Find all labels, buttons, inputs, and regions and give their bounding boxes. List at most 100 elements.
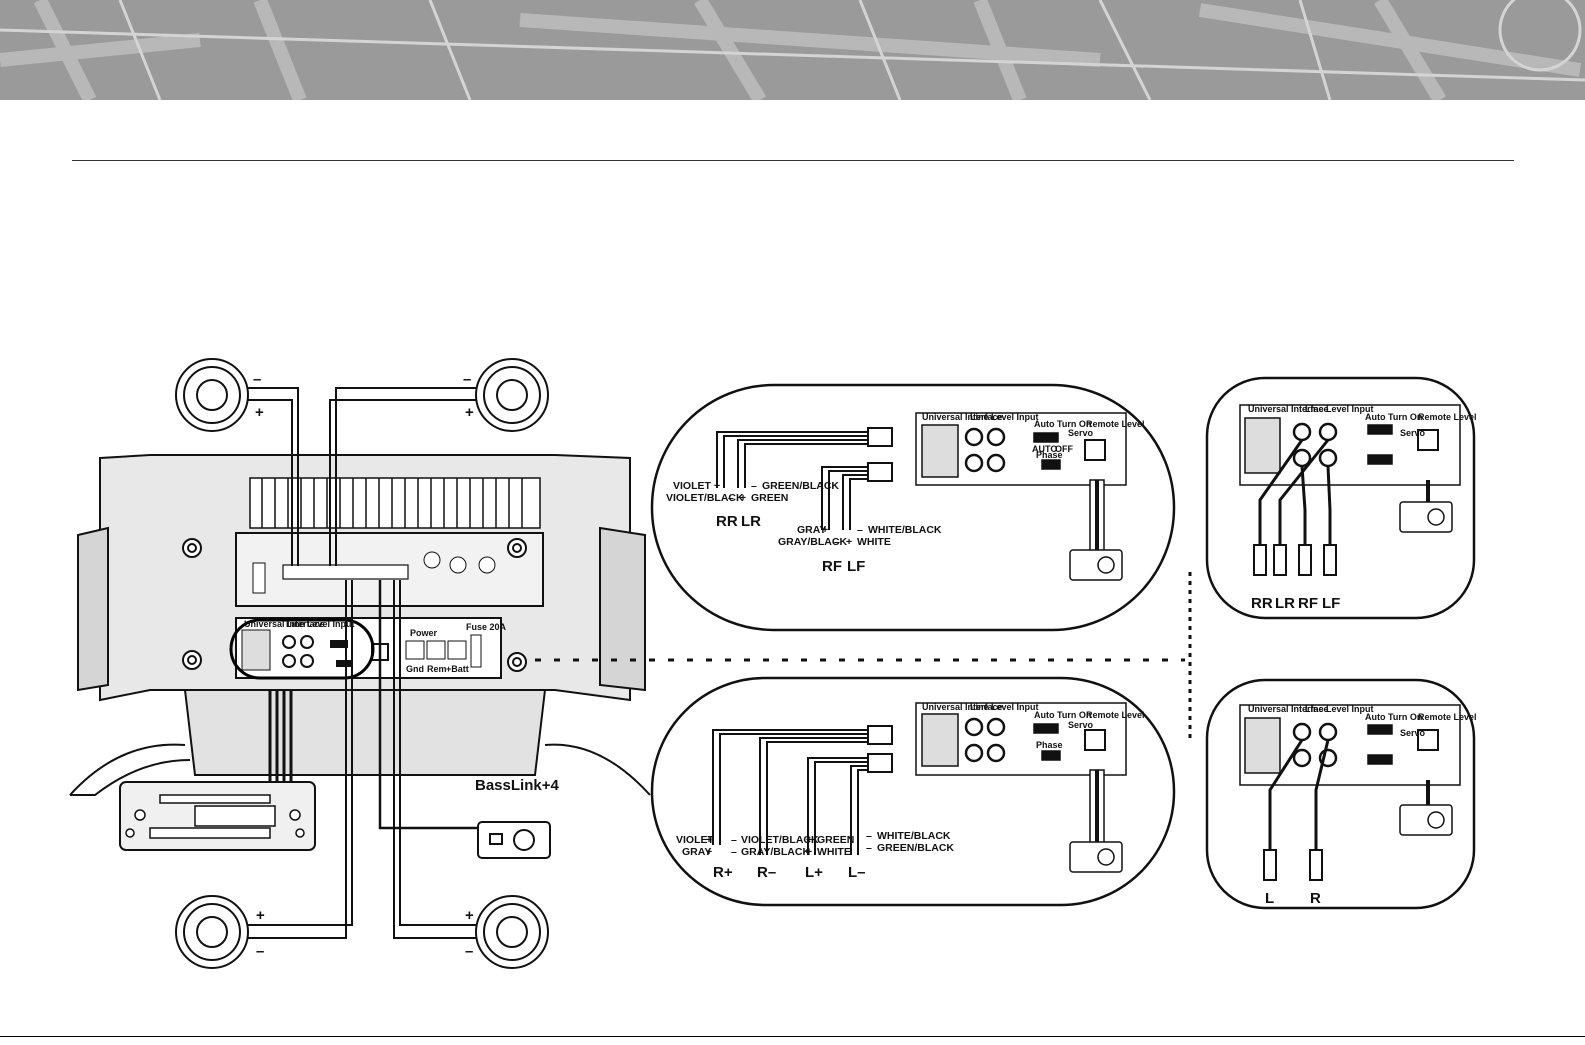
line-level-input-label: Line Level Input <box>970 412 1039 422</box>
header-map-graphic <box>0 0 1585 100</box>
auto-turn-on-label: Auto Turn On <box>1034 710 1091 720</box>
line-level-label-small: Line Level Input <box>286 619 355 629</box>
line-level-input-label: Line Level Input <box>1305 404 1374 414</box>
top-detail-wires <box>716 431 880 530</box>
universal-interface-label: Universal Interface <box>922 412 1003 422</box>
ui-label-small: Universal Interface <box>244 619 325 629</box>
servo-label: Servo <box>1400 428 1426 438</box>
remote-level-label: Remote Level <box>1086 710 1145 720</box>
wire-sign: + <box>740 492 746 504</box>
universal-interface-label: Universal Interface <box>922 702 1003 712</box>
channel-label: RR <box>716 513 738 530</box>
polarity-minus: – <box>253 371 261 388</box>
polarity-plus: + <box>255 404 264 421</box>
wire-sign: + <box>706 846 712 858</box>
rca-plugs-top <box>1253 544 1337 576</box>
head-unit-radio <box>119 781 316 851</box>
rca-plug <box>867 427 893 447</box>
remote-level-knob-left <box>477 821 551 859</box>
rca-channel-label: LF <box>1322 595 1340 612</box>
head-unit-harness <box>268 690 293 782</box>
crossover-knob <box>478 556 496 574</box>
header-band <box>0 0 1585 100</box>
rca-channel-label: RR <box>1251 595 1273 612</box>
phase-label: Phase <box>1036 450 1063 460</box>
auto-turn-on-label: Auto Turn On <box>1365 712 1422 722</box>
rca-cables-top <box>1258 439 1332 545</box>
wire-sign: – <box>866 830 872 842</box>
wire-label: VIOLET/BLACK <box>741 834 819 846</box>
servo-label: Servo <box>1400 728 1426 738</box>
speaker-wires <box>248 387 480 939</box>
off-label: OFF <box>1055 444 1073 454</box>
amplifier-heatsink <box>249 477 541 529</box>
wire-label: GRAY <box>682 846 711 858</box>
rca-plug <box>867 725 893 745</box>
basslink-connection-panel <box>229 617 502 680</box>
mounting-bolts <box>182 538 527 672</box>
gain-knob <box>449 556 467 574</box>
rca-channel-label: RF <box>1298 595 1318 612</box>
wire-sign: + <box>714 480 720 492</box>
servo-label: Servo <box>1068 720 1094 730</box>
wire-label: GREEN/BLACK <box>877 842 954 854</box>
fuse-label: Fuse 20A <box>466 622 507 632</box>
wire-sign: – <box>866 842 872 854</box>
wire-sign: + <box>706 834 712 846</box>
speaker-terminal-strip <box>282 564 409 580</box>
wire-label: WHITE/BLACK <box>877 830 951 842</box>
remote-level-label: Remote Level <box>1086 419 1145 429</box>
rca-plug <box>867 753 893 773</box>
detail-callout-ring <box>229 618 375 680</box>
gnd-label: Gnd <box>406 664 424 674</box>
header-rule <box>72 160 1514 161</box>
rca-channel-label: LR <box>1275 595 1295 612</box>
wire-label: WHITE <box>817 846 851 858</box>
polarity-minus: – <box>463 371 471 388</box>
power-label: Power <box>410 628 438 638</box>
polarity-plus: + <box>256 907 265 924</box>
channel-label: RF <box>822 558 842 575</box>
wire-label: GRAY/BLACK <box>778 536 847 548</box>
rca-panel-top <box>1239 404 1461 533</box>
wire-sign: – <box>731 834 737 846</box>
batt-label: +Batt <box>446 664 469 674</box>
wire-label: WHITE <box>857 536 891 548</box>
wire-label: GREEN <box>751 492 788 504</box>
wire-label: GRAY <box>797 524 826 536</box>
speaker-top-right <box>475 358 549 432</box>
wire-label: GREEN <box>817 834 854 846</box>
line-level-input-label: Line Level Input <box>970 702 1039 712</box>
wire-label: GREEN/BLACK <box>762 480 839 492</box>
polarity-minus: – <box>465 943 473 960</box>
wire-sign: – <box>751 480 757 492</box>
rem-label: Rem <box>427 664 447 674</box>
auto-turn-on-label: Auto Turn On <box>1365 412 1422 422</box>
amp-fuse <box>252 562 266 594</box>
rca-cables-bottom <box>1268 739 1330 850</box>
speaker-top-left <box>175 358 249 432</box>
speaker-bottom-left <box>175 895 249 969</box>
polarity-plus: + <box>465 404 474 421</box>
rca-panel-bottom <box>1239 704 1461 836</box>
wire-sign: + <box>822 524 828 536</box>
wire-label: VIOLET <box>676 834 715 846</box>
rca-channel-label: R <box>1310 890 1321 907</box>
rca-plugs-bottom <box>1263 849 1323 881</box>
panel-top-detail <box>915 412 1127 581</box>
wire-label: WHITE/BLACK <box>868 524 942 536</box>
auto-turn-on-label: Auto Turn On <box>1034 419 1091 429</box>
phantom-center-knob <box>423 551 441 569</box>
wire-sign: + <box>806 834 812 846</box>
product-name-label: BassLink+4 <box>475 777 559 794</box>
channel-label: R– <box>757 864 776 881</box>
polarity-minus: – <box>256 943 264 960</box>
panel-bottom-detail <box>915 702 1127 873</box>
footer-rule <box>0 1036 1585 1037</box>
line-level-input-label: Line Level Input <box>1305 704 1374 714</box>
wire-sign: – <box>857 524 863 536</box>
channel-label: L+ <box>805 864 823 881</box>
auto-label: AUTO <box>1032 444 1057 454</box>
wire-sign: – <box>728 492 734 504</box>
rca-channel-label: L <box>1265 890 1274 907</box>
